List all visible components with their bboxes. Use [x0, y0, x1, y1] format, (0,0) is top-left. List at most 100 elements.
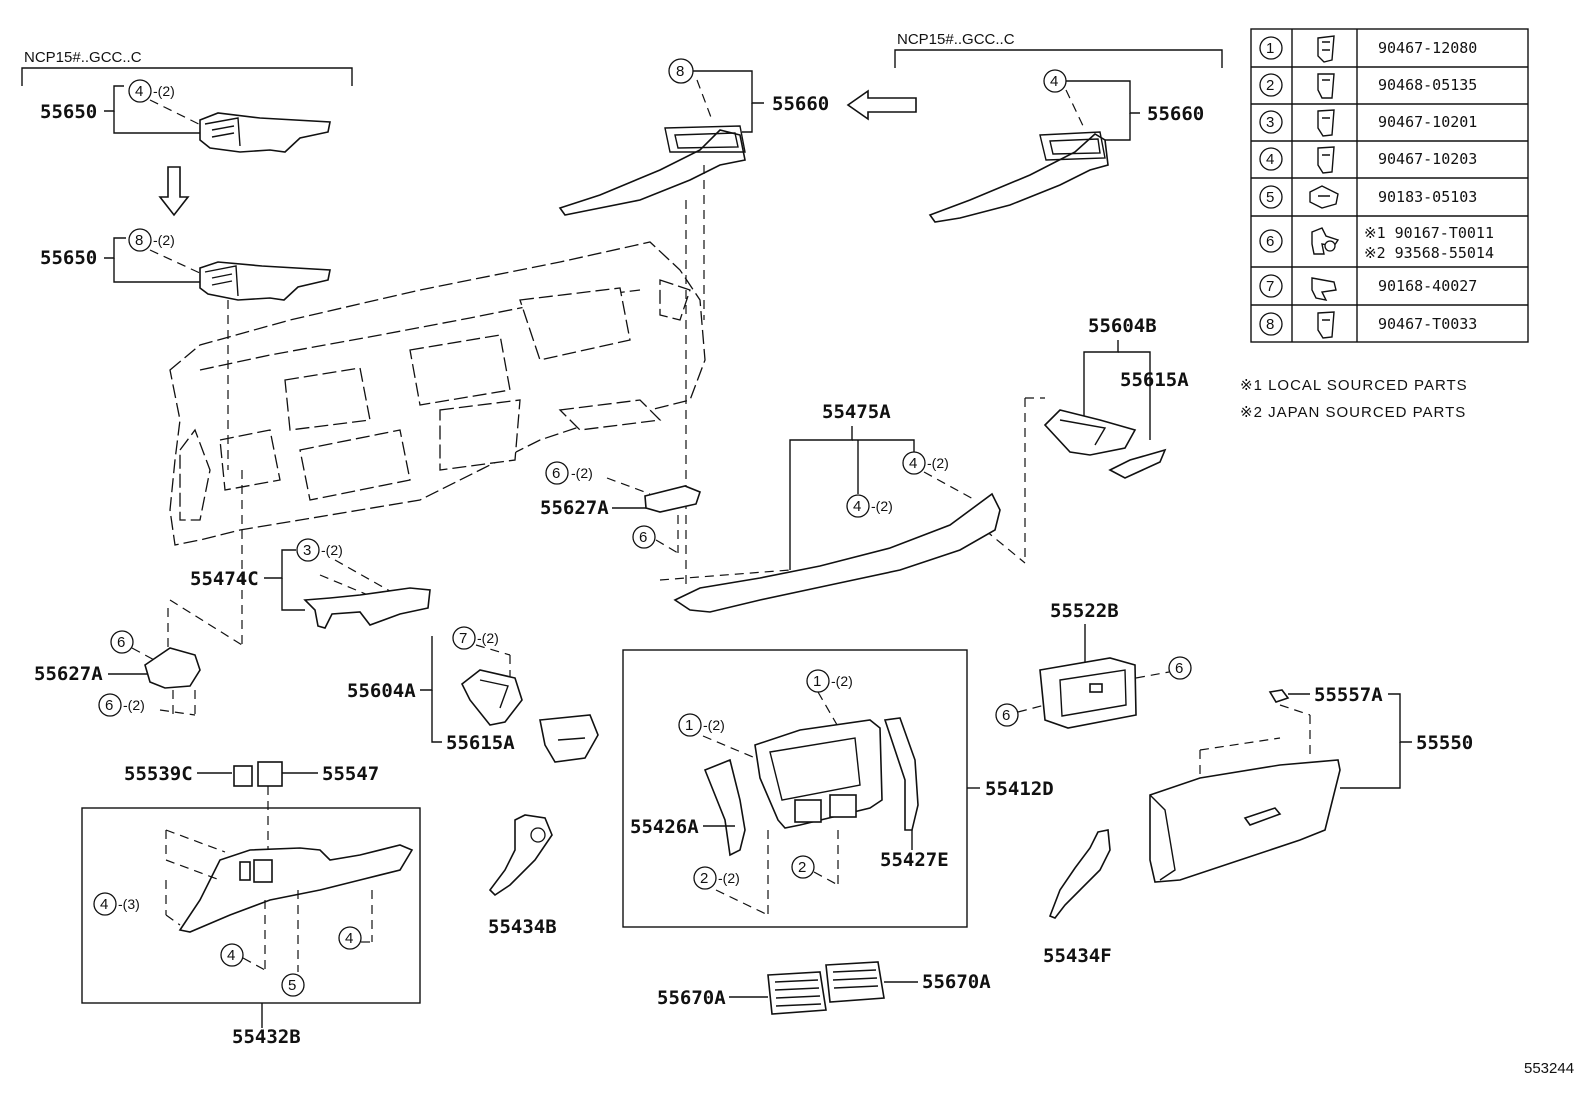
row-number: 1 — [1266, 40, 1274, 57]
clip-icon — [1317, 109, 1335, 137]
variant-bracket-left: NCP15#..GCC..C — [21, 49, 353, 86]
clip-icon — [1317, 35, 1335, 63]
table-row: 1 90467-12080 — [1259, 35, 1477, 63]
part-55475A-group: 55475A 4 -(2) 4 -(2) — [659, 401, 1026, 613]
callout-number: 2 — [700, 870, 708, 887]
vent-housing — [199, 261, 331, 301]
arrow-down-icon — [158, 166, 190, 217]
part-number: 90468-05135 — [1378, 76, 1477, 94]
note-local-sourced: ※1 LOCAL SOURCED PARTS — [1240, 377, 1468, 394]
part-label-55474C: 55474C — [190, 568, 259, 590]
part-number: 90467-T0033 — [1378, 315, 1477, 333]
callout-number: 8 — [676, 63, 684, 80]
callout-circle — [128, 228, 152, 252]
part-55474C-group: 3 -(2) 55474C — [190, 538, 431, 629]
quantity: -(2) — [153, 83, 175, 99]
nut-icon — [1309, 185, 1339, 209]
damper — [1268, 689, 1290, 703]
clip-icon — [1317, 311, 1335, 339]
quantity: -(2) — [718, 870, 740, 886]
part-label-55426A: 55426A — [630, 816, 699, 838]
part-number: 90467-12080 — [1378, 39, 1477, 57]
callout-number: 4 — [853, 498, 861, 515]
right-trim — [883, 717, 919, 831]
row-number: 4 — [1266, 151, 1274, 168]
part-label-55650-top: 55650 — [40, 101, 97, 123]
part-55650-bottom: 55650 8 -(2) — [40, 228, 331, 301]
vent-register — [767, 971, 827, 1015]
callout-number: 1 — [813, 673, 821, 690]
part-label-55427E: 55427E — [880, 849, 949, 871]
part-label-55670A-right: 55670A — [922, 971, 991, 993]
part-label-55670A-left: 55670A — [657, 987, 726, 1009]
variant-label-right: NCP15#..GCC..C — [897, 31, 1015, 48]
row-number: 8 — [1266, 316, 1274, 333]
table-row: 4 90467-10203 — [1259, 146, 1477, 174]
diagram-id: 553244 — [1524, 1060, 1574, 1077]
callout-number: 4 — [227, 947, 235, 964]
note-japan-sourced: ※2 JAPAN SOURCED PARTS — [1240, 404, 1466, 421]
quantity: -(2) — [153, 232, 175, 248]
pocket-bracket — [1043, 409, 1137, 456]
arrow-left-icon — [846, 89, 917, 121]
part-label-55660-left: 55660 — [772, 93, 829, 115]
part-label-55627A-left: 55627A — [34, 663, 103, 685]
part-label-55660-right: 55660 — [1147, 103, 1204, 125]
part-55522B-group: 55522B 6 6 — [995, 600, 1192, 729]
table-row: 5 90183-05103 — [1259, 185, 1477, 209]
part-label-55615A-left: 55615A — [446, 732, 515, 754]
row-number: 5 — [1266, 189, 1274, 206]
callout-number: 4 — [1050, 73, 1058, 90]
callout-number: 4 — [135, 83, 143, 100]
row-number: 6 — [1266, 233, 1274, 250]
callout-number: 6 — [117, 634, 125, 651]
callout-number: 4 — [909, 455, 917, 472]
switch-base — [144, 647, 201, 689]
part-label-55539C: 55539C — [124, 763, 193, 785]
side-trim — [558, 129, 746, 216]
quantity: -(2) — [831, 673, 853, 689]
callout-circle — [128, 79, 152, 103]
part-55670A-group: 55670A 55670A — [657, 961, 991, 1015]
pocket-bracket — [460, 669, 523, 726]
finish-panel — [1108, 448, 1167, 479]
part-55650-top: 55650 4 -(2) — [40, 79, 331, 153]
part-label-55650-bottom: 55650 — [40, 247, 97, 269]
row-number: 3 — [1266, 114, 1274, 131]
clip-icon — [1317, 73, 1335, 99]
side-trim — [928, 133, 1109, 223]
callout-number: 8 — [135, 232, 143, 249]
screw-icon — [1311, 277, 1337, 301]
part-label-55547: 55547 — [322, 763, 379, 785]
table-row: 3 90467-10201 — [1259, 109, 1477, 137]
part-label-55412D: 55412D — [985, 778, 1054, 800]
quantity: -(2) — [321, 542, 343, 558]
callout-number: 6 — [1002, 707, 1010, 724]
part-label-55550: 55550 — [1416, 732, 1473, 754]
display-unit — [1039, 657, 1137, 729]
part-55539C-group: 55539C 55547 — [124, 761, 379, 850]
side-cover — [488, 814, 553, 897]
table-row: 6 ※1 90167-T0011 ※2 93568-55014 — [1259, 224, 1494, 262]
callout-number: 4 — [100, 896, 108, 913]
quantity: -(2) — [477, 630, 499, 646]
variant-label-left: NCP15#..GCC..C — [24, 49, 142, 66]
table-row: 2 90468-05135 — [1259, 73, 1477, 99]
part-55604B-group: 55604B 55615A — [1024, 315, 1189, 563]
quantity: -(2) — [123, 697, 145, 713]
part-55660-left: 8 55660 — [558, 58, 829, 590]
duct — [303, 587, 431, 629]
row-number: 2 — [1266, 77, 1274, 94]
part-55627A-mid: 6 -(2) 55627A 6 — [540, 461, 701, 554]
part-number: 90183-05103 — [1378, 188, 1477, 206]
callout-number: 6 — [105, 697, 113, 714]
callout-number: 6 — [639, 529, 647, 546]
quantity: -(2) — [703, 717, 725, 733]
part-label-55627A-mid: 55627A — [540, 497, 609, 519]
lower-cover — [178, 844, 414, 933]
clip-icon — [1317, 146, 1335, 174]
row-number: 7 — [1266, 278, 1274, 295]
part-55434B-group: 55434B — [488, 814, 557, 938]
table-row: 7 90168-40027 — [1259, 274, 1477, 301]
